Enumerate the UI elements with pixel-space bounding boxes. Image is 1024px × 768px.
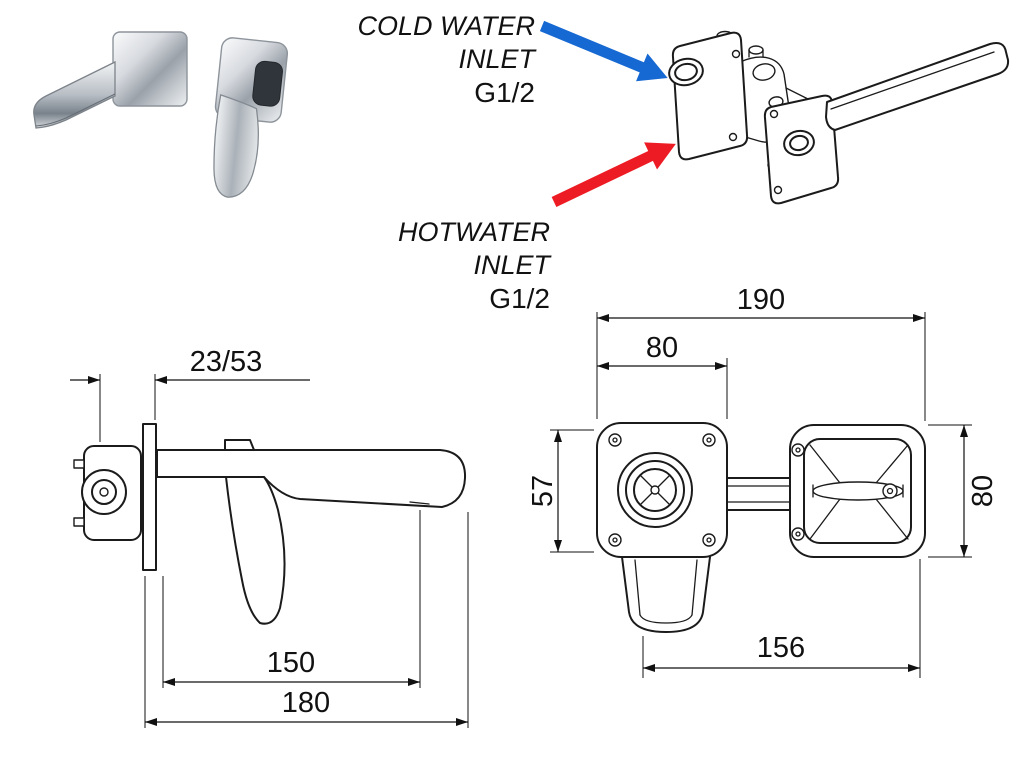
left-plate-screws bbox=[608, 433, 716, 547]
dim-total-value: 180 bbox=[282, 687, 330, 719]
cold-water-label-line2: INLET bbox=[458, 44, 535, 74]
hot-water-label-line2: INLET bbox=[473, 250, 550, 280]
dim-reach-value: 150 bbox=[267, 647, 315, 679]
handle-photo bbox=[213, 37, 289, 198]
dim-plate-width: 80 bbox=[597, 332, 728, 419]
product-photo bbox=[33, 31, 289, 198]
cold-water-label-line1: COLD WATER bbox=[357, 11, 535, 41]
dim-valve-height-value: 57 bbox=[527, 475, 559, 507]
spout-photo bbox=[33, 31, 188, 129]
dim-total-width-value: 190 bbox=[737, 284, 785, 316]
cold-water-thread-size: G1/2 bbox=[474, 77, 535, 108]
hot-water-label-line1: HOTWATER bbox=[398, 217, 550, 247]
dim-offset: 23/53 bbox=[70, 346, 310, 442]
hot-water-thread-size: G1/2 bbox=[489, 283, 550, 314]
dim-valve-height: 57 bbox=[527, 429, 594, 553]
dim-offset-value: 23/53 bbox=[190, 346, 263, 378]
cold-water-annotation: COLD WATER INLET G1/2 bbox=[330, 10, 535, 110]
dim-plate-height-value: 80 bbox=[967, 475, 999, 507]
front-view-drawing: 190 80 57 80 156 bbox=[527, 284, 999, 678]
dim-total-width: 190 bbox=[596, 284, 926, 421]
dim-plate-width-value: 80 bbox=[646, 332, 678, 364]
dim-total: 180 bbox=[144, 512, 469, 728]
side-view-drawing: 23/53 150 180 bbox=[70, 346, 469, 728]
dim-centre-distance-value: 156 bbox=[757, 632, 805, 664]
isometric-valve-drawing bbox=[668, 30, 1010, 205]
hot-arrow-shape bbox=[551, 142, 676, 207]
dim-plate-height: 80 bbox=[928, 424, 999, 558]
spout-outlet-front bbox=[809, 444, 909, 540]
dim-centre-distance: 156 bbox=[642, 559, 921, 678]
dim-reach: 150 bbox=[162, 510, 421, 688]
hot-water-annotation: HOTWATER INLET G1/2 bbox=[345, 216, 550, 316]
cold-inlet-arrow-icon bbox=[539, 20, 668, 82]
hot-inlet-arrow-icon bbox=[551, 142, 676, 207]
cold-arrow-shape bbox=[539, 20, 668, 82]
